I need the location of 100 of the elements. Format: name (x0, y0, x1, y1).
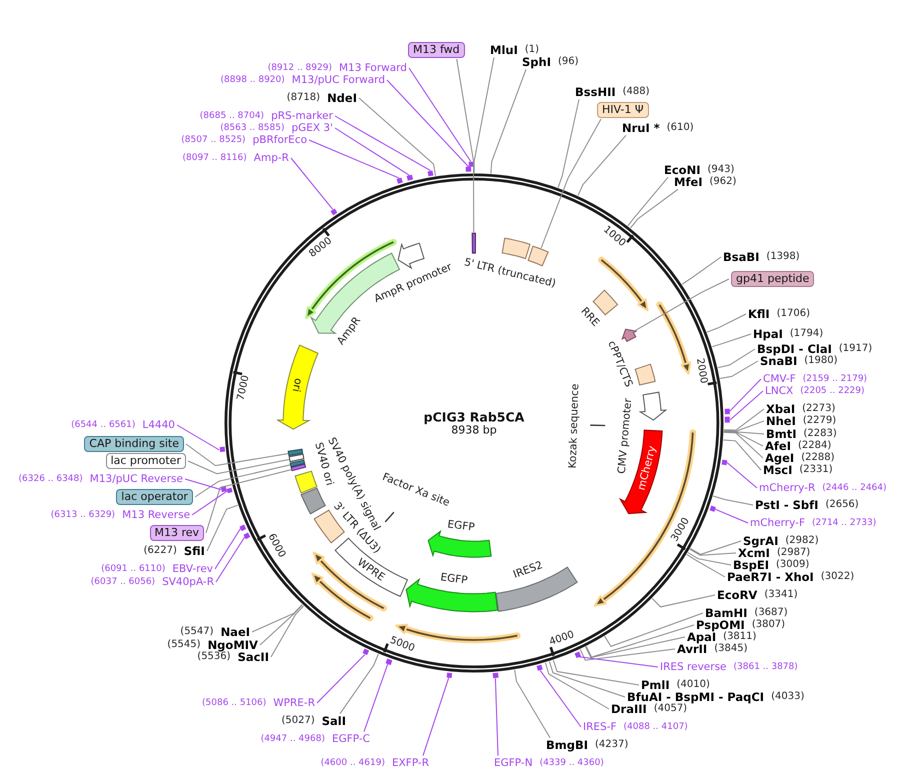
scale-label: 6000 (264, 531, 288, 560)
cut-position: (2283) (804, 428, 837, 440)
scale-label: 4000 (548, 628, 576, 648)
cut-position: (1) (524, 44, 540, 56)
leader-line (723, 408, 764, 431)
cut-position: (3845) (714, 643, 748, 656)
primer-range: (5086 .. 5106) (202, 697, 266, 710)
enzyme-name: AfeI (765, 440, 791, 452)
primer-name: EGFP-C (332, 733, 370, 746)
leader-line (578, 134, 626, 196)
primer-name: mCherry-F (750, 517, 805, 530)
feature-callout: lac operator (116, 489, 193, 505)
cut-position: (5027) (282, 715, 315, 728)
feature-block (290, 463, 307, 472)
leader-line (580, 648, 676, 661)
primer-name: pRS-marker (271, 110, 333, 122)
cut-position: (5547) (180, 626, 214, 638)
cut-position: (5545) (167, 639, 201, 651)
enzyme-name: AgeI (765, 452, 794, 464)
feature-block (287, 448, 304, 457)
primer-site-mark (446, 672, 452, 679)
leader-line (176, 424, 220, 450)
primer-name: EGFP-N (494, 757, 533, 770)
cut-position: (2656) (825, 499, 859, 512)
enzyme-name: DraIII (611, 703, 647, 716)
leader-line (726, 462, 758, 488)
leader-line (206, 504, 238, 552)
primer-site-mark (427, 170, 434, 177)
leader-line (723, 431, 764, 434)
leader-line (578, 656, 658, 668)
enzyme-name: BamHI (705, 607, 748, 620)
enzyme-name: BmgBI (546, 739, 588, 752)
primer-site-mark (465, 166, 472, 173)
cut-position: (4010) (676, 679, 710, 692)
leader-line (712, 496, 754, 506)
primer-range: (8507 .. 8525) (181, 134, 246, 146)
leader-line (627, 176, 668, 226)
primer-name: LNCX (765, 385, 794, 398)
primer-name: EBV-rev (172, 563, 214, 576)
primer-name: SV40pA-R (162, 576, 214, 588)
plasmid-length: 8938 bp (451, 423, 497, 436)
leader-line (722, 440, 762, 470)
leader-line (723, 432, 764, 458)
enzyme-name: KflI (748, 308, 770, 320)
enzyme-name: BsaBI (723, 251, 760, 264)
leader-line (714, 508, 748, 524)
feature-callout: lac promoter (106, 453, 186, 469)
cut-position: (2288) (801, 452, 834, 464)
feature-block (470, 232, 476, 254)
leader-line (308, 140, 400, 179)
enzyme-name: HpaI (753, 328, 783, 340)
leader-line (270, 605, 304, 658)
leader-line (540, 118, 602, 248)
scale-label: 2000 (693, 358, 710, 385)
leader-line (723, 420, 764, 432)
leader-line (723, 431, 764, 446)
primer-range: (2205 .. 2229) (800, 385, 865, 398)
primer-name: pGEX 3' (291, 122, 334, 134)
enzyme-name: NheI (766, 415, 796, 428)
scale-label: 7000 (235, 374, 252, 402)
enzyme-name: BspEI (733, 559, 769, 572)
enzyme-name: BmtI (766, 428, 797, 440)
enzyme-name: PaeR7I - XhoI (727, 571, 814, 584)
leader-line (214, 528, 242, 570)
primer-site-mark (724, 408, 730, 415)
leader-line (686, 554, 726, 578)
enzyme-name: NdeI (327, 92, 357, 104)
primer-site-mark (220, 485, 228, 493)
feature-block (527, 244, 550, 266)
enzyme-name: MluI (490, 44, 518, 56)
primer-name: mCherry-R (759, 482, 816, 494)
primer-site-mark (492, 672, 499, 679)
primer-range: (3861 .. 3878) (734, 661, 798, 674)
feature-callout: HIV-1 Ψ (597, 102, 649, 118)
leader-line (687, 552, 732, 566)
primer-site-mark (406, 174, 414, 182)
primer-range: (6544 .. 6561) (71, 419, 136, 432)
cut-position: (6227) (144, 545, 177, 558)
enzyme-name: SfiI (184, 545, 205, 558)
cut-position: (2273) (802, 403, 836, 415)
primer-site-mark (362, 648, 370, 656)
primer-range: (8912 .. 8929) (268, 62, 332, 74)
enzyme-name: BssHII (575, 86, 616, 98)
leader-line (652, 594, 716, 608)
directional-feature (620, 328, 638, 343)
cut-position: (3811) (723, 631, 756, 643)
leader-line (494, 678, 498, 756)
primer-range: (6091 .. 6110) (101, 563, 166, 576)
enzyme-name: EcoNI (664, 164, 700, 176)
primer-site-mark (468, 160, 474, 168)
primer-range: (8898 .. 8920) (220, 74, 285, 86)
enzyme-name: SphI (522, 56, 551, 68)
leader-line (186, 444, 288, 466)
leader-line (682, 256, 722, 285)
primer-site-mark (243, 532, 251, 540)
primer-range: (4339 .. 4360) (540, 757, 604, 770)
cut-position: (4033) (771, 691, 804, 704)
primer-name: CMV-F (763, 373, 796, 386)
enzyme-name: AvrII (677, 643, 708, 656)
primer-range: (6313 .. 6329) (50, 509, 116, 522)
